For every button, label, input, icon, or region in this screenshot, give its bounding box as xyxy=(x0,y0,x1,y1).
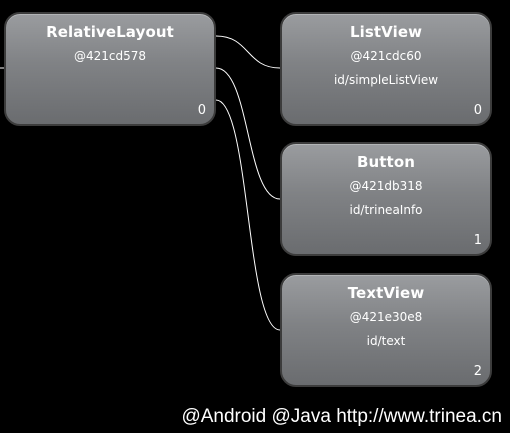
node-class-name: TextView xyxy=(347,284,425,302)
node-child-index: 0 xyxy=(197,103,206,118)
node-class-name: Button xyxy=(356,153,416,171)
node-class-name: RelativeLayout xyxy=(46,23,174,41)
connector-to-listview xyxy=(215,35,281,69)
node-child-index: 0 xyxy=(473,103,482,118)
node-view-id: id/trineaInfo xyxy=(349,203,423,217)
node-hash-code: @421db318 xyxy=(349,179,423,193)
node-child-index: 2 xyxy=(473,364,482,379)
node-relativelayout[interactable]: RelativeLayout @421cd578 0 xyxy=(4,12,216,126)
node-child-index: 1 xyxy=(473,233,482,248)
node-hash-code: @421cdc60 xyxy=(350,49,422,63)
connector-to-button xyxy=(215,67,281,200)
node-hash-code: @421e30e8 xyxy=(349,310,423,324)
watermark-text: @Android @Java http://www.trinea.cn xyxy=(181,406,502,427)
node-view-id: id/text xyxy=(366,334,406,348)
node-button[interactable]: Button @421db318 id/trineaInfo 1 xyxy=(280,142,492,256)
connector-to-textview xyxy=(215,99,281,331)
node-hash-code: @421cd578 xyxy=(73,49,147,63)
node-view-id: id/simpleListView xyxy=(333,73,439,87)
node-textview[interactable]: TextView @421e30e8 id/text 2 xyxy=(280,273,492,387)
node-class-name: ListView xyxy=(349,23,423,41)
node-listview[interactable]: ListView @421cdc60 id/simpleListView 0 xyxy=(280,12,492,126)
